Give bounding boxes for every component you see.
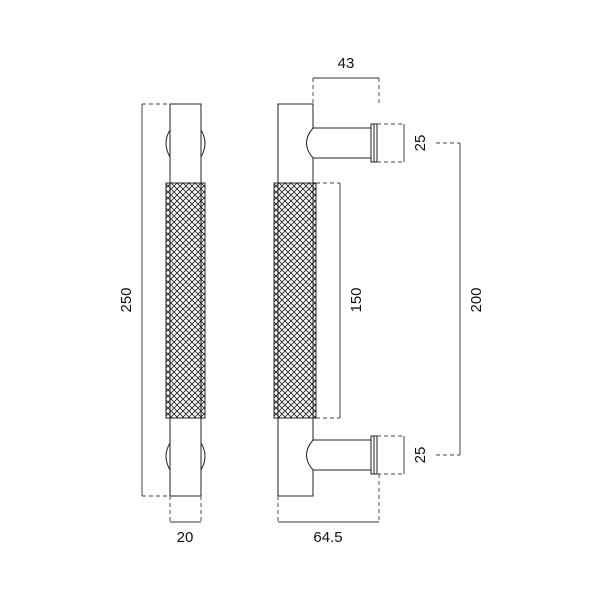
dim-label-25-top: 25 bbox=[412, 135, 429, 152]
front-view: 250 20 bbox=[118, 103, 206, 546]
dim-label-43: 43 bbox=[338, 55, 355, 72]
side-view: 43 25 25 150 200 64.5 bbox=[273, 55, 485, 546]
dim-label-20: 20 bbox=[177, 529, 194, 546]
bottom-post bbox=[306, 439, 372, 471]
top-post bbox=[306, 127, 372, 159]
front-top-post-outline bbox=[165, 129, 206, 158]
dim-label-250: 250 bbox=[118, 287, 135, 312]
front-knurl bbox=[165, 182, 206, 419]
side-knurl bbox=[273, 182, 317, 419]
dim-label-200: 200 bbox=[468, 287, 485, 312]
dim-label-150: 150 bbox=[348, 287, 365, 312]
dim-label-64-5: 64.5 bbox=[313, 529, 342, 546]
front-bottom-post-outline bbox=[165, 442, 206, 471]
dim-label-25-bottom: 25 bbox=[412, 447, 429, 464]
